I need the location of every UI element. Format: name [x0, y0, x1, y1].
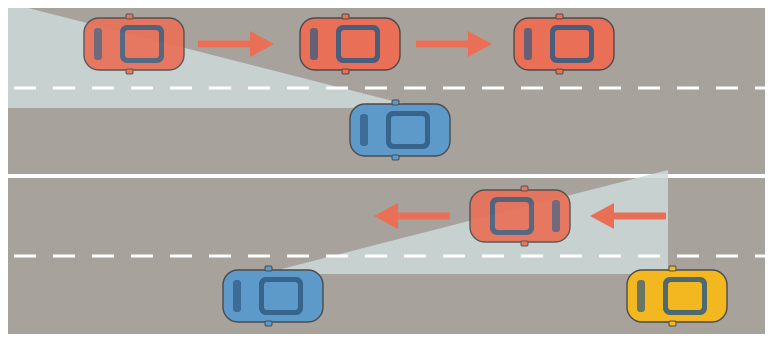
- bottom-car-yellow: [627, 266, 727, 326]
- top-car-red-3: [514, 14, 614, 74]
- top-car-red-2: [300, 14, 400, 74]
- top-car-red-1: [84, 14, 184, 74]
- top-car-blue: [350, 100, 450, 160]
- bottom-car-red: [470, 186, 570, 246]
- bottom-car-blue: [223, 266, 323, 326]
